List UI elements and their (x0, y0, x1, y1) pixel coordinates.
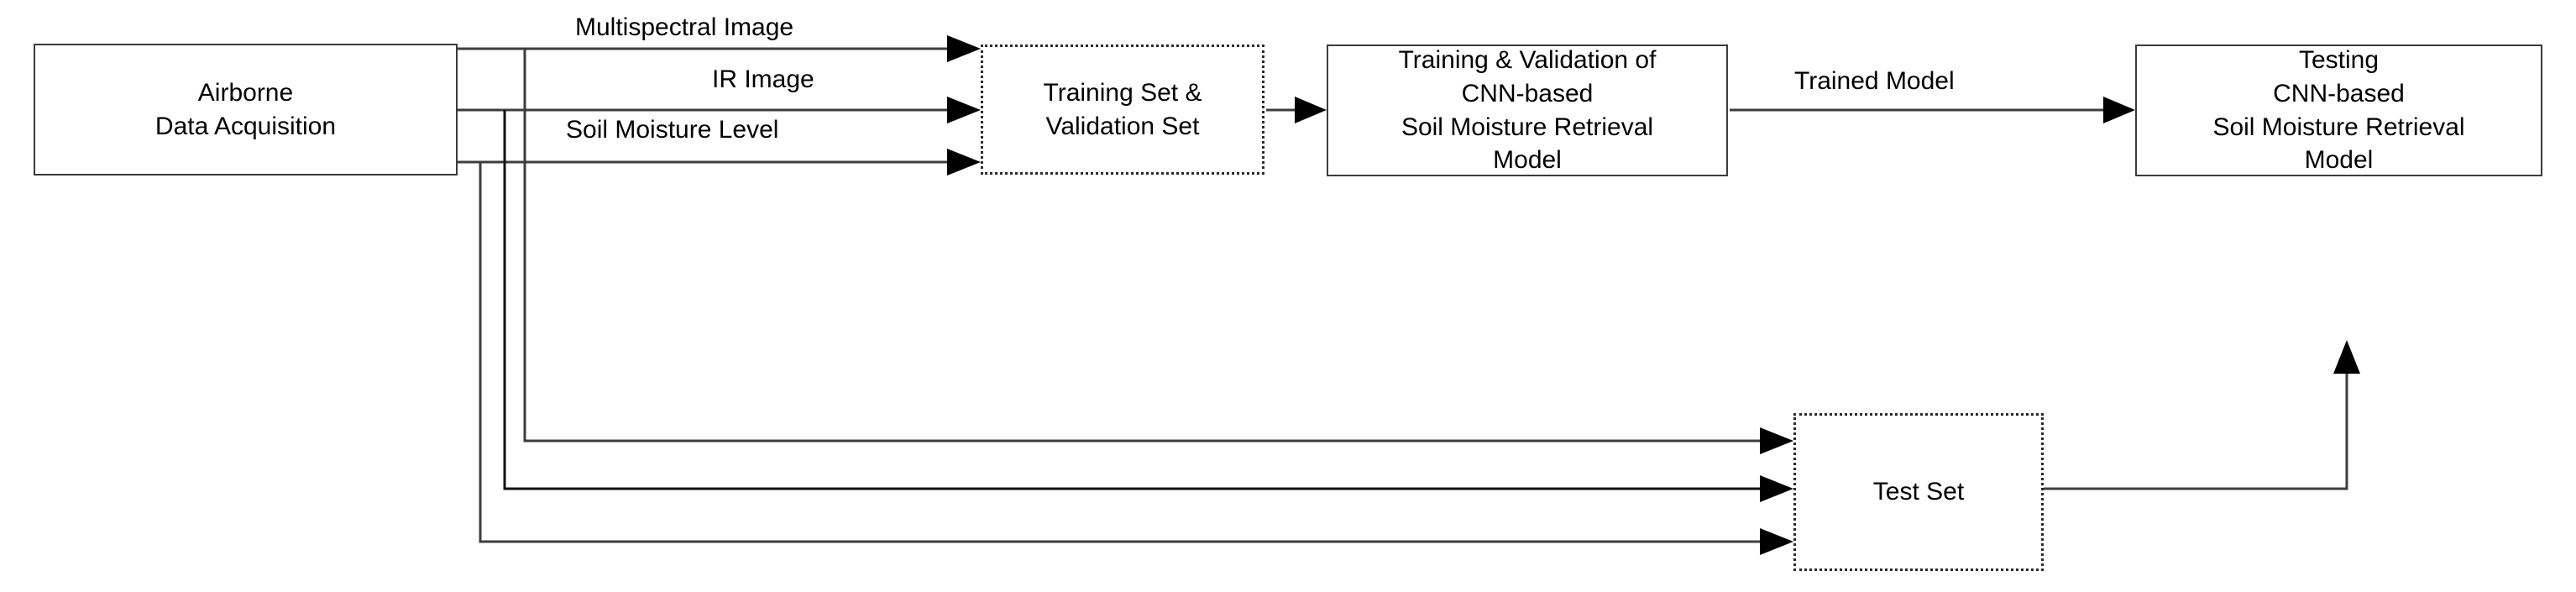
edge-label-soil-moisture-level: Soil Moisture Level (566, 116, 779, 144)
node-airborne-label: Airborne Data Acquisition (154, 78, 337, 140)
edge-testset-to-testing (2044, 374, 2348, 490)
node-training-validation-set[interactable]: Training Set & Validation Set (981, 45, 1264, 175)
node-training-validation-model[interactable]: Training & Validation of CNN-based Soil … (1327, 45, 1728, 176)
edge-label-trained-model: Trained Model (1794, 67, 1955, 95)
arrowhead-multispectral-trainingset (947, 35, 981, 62)
node-test-set-label: Test Set (1872, 478, 1965, 506)
arrowhead-trainingset-model (1295, 97, 1327, 123)
edge-soilmoisture-to-testset (479, 162, 1760, 543)
arrowhead-soilmoisture-trainingset (947, 149, 981, 176)
edge-label-multispectral-image: Multispectral Image (575, 13, 794, 41)
edge-multispectral-to-testset (523, 49, 1760, 443)
node-test-set[interactable]: Test Set (1793, 413, 2044, 571)
node-training-validation-set-label: Training Set & Validation Set (1043, 78, 1202, 140)
node-airborne-data-acquisition[interactable]: Airborne Data Acquisition (34, 44, 458, 176)
arrowhead-multispectral-testset (1760, 427, 1793, 454)
arrowhead-ir-testset (1760, 475, 1793, 502)
edge-ir-to-testset (503, 110, 1760, 490)
edge-label-ir-image: IR Image (712, 65, 814, 93)
node-testing-model[interactable]: Testing CNN-based Soil Moisture Retrieva… (2135, 45, 2542, 176)
node-testing-model-label: Testing CNN-based Soil Moisture Retrieva… (2212, 46, 2465, 175)
arrowhead-testset-testing (2333, 340, 2360, 374)
node-training-validation-model-label: Training & Validation of CNN-based Soil … (1398, 46, 1657, 175)
arrowhead-trainedmodel-testing (2103, 97, 2135, 123)
arrowhead-ir-trainingset (947, 97, 981, 123)
arrowhead-soilmoisture-testset (1760, 528, 1793, 555)
